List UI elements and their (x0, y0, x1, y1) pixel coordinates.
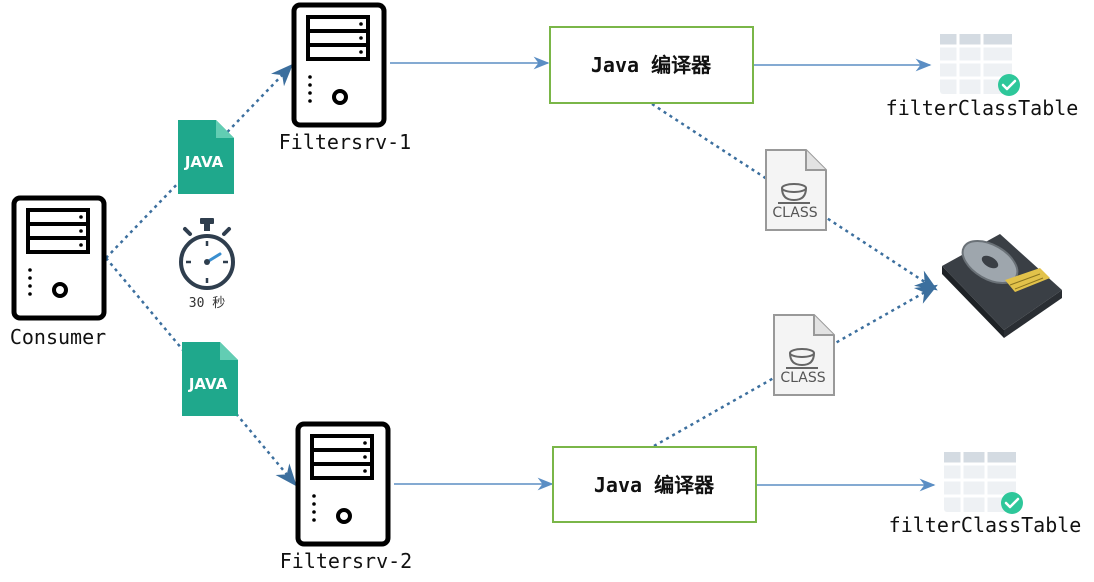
stopwatch-icon (179, 218, 235, 290)
consumer-node: Consumer (10, 198, 106, 349)
stopwatch: 30 秒 (179, 218, 235, 311)
java-file-badge: JAVA (184, 153, 224, 171)
server-icon (294, 5, 384, 125)
table-2-label: filterClassTable (889, 513, 1082, 537)
filtersrv-2-node: Filtersrv-2 (280, 424, 412, 573)
class-file-1: CLASS (765, 149, 827, 231)
check-icon (998, 74, 1020, 96)
filtersrv-1-label: Filtersrv-1 (279, 130, 411, 154)
filter-class-table-2: filterClassTable (889, 450, 1082, 537)
class-file-2: CLASS (773, 314, 835, 396)
compiler-2-label: Java 编译器 (594, 473, 715, 497)
java-file-badge: JAVA (188, 375, 228, 393)
class-file-badge: CLASS (780, 370, 825, 386)
filter-class-table-1: filterClassTable (886, 32, 1079, 120)
consumer-label: Consumer (10, 325, 106, 349)
hard-disk (942, 234, 1062, 338)
server-icon (298, 424, 388, 544)
check-icon (1001, 492, 1023, 514)
java-file-1: JAVA (178, 120, 234, 194)
compiler-1: Java 编译器 (549, 26, 754, 104)
dotted-arrow-compiler2-to-disk (653, 284, 938, 448)
compiler-2: Java 编译器 (552, 446, 757, 523)
hard-disk-icon (942, 234, 1062, 338)
java-file-2: JAVA (182, 342, 238, 416)
dotted-arrow-consumer-to-filtersrv1 (105, 63, 294, 259)
compiler-1-label: Java 编译器 (591, 53, 712, 77)
filtersrv-2-label: Filtersrv-2 (280, 549, 412, 573)
table-1-label: filterClassTable (886, 96, 1079, 120)
timer-label: 30 秒 (189, 296, 225, 311)
class-file-badge: CLASS (772, 205, 817, 221)
filtersrv-1-node: Filtersrv-1 (279, 5, 411, 154)
server-icon (14, 198, 104, 318)
